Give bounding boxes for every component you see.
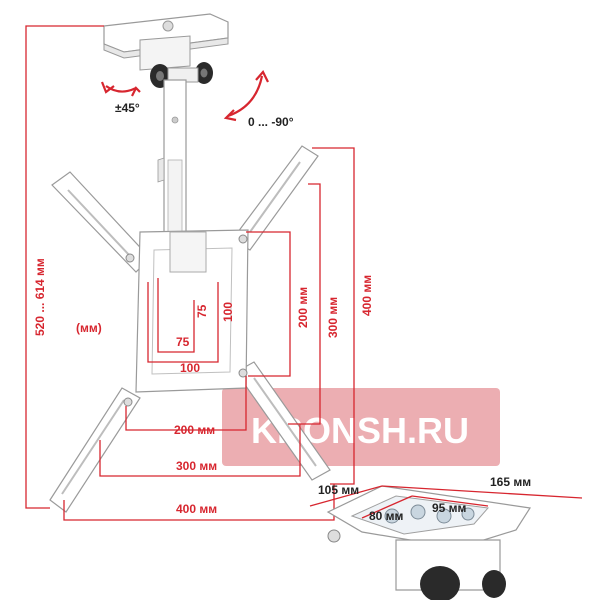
base-80-label: 80 мм	[369, 509, 404, 523]
base-plate-detail	[326, 485, 532, 600]
horizontal-300-label: 300 мм	[176, 459, 217, 473]
horizontal-200-label: 200 мм	[174, 423, 215, 437]
rotate-arrows-icon	[100, 81, 141, 97]
mount-arms	[49, 145, 331, 513]
arm-slots	[61, 161, 317, 495]
base-dimension-lines	[309, 485, 583, 519]
vesa-75-vertical: 75	[195, 304, 209, 318]
vertical-200-label: 200 мм	[296, 287, 310, 328]
base-165-label: 165 мм	[490, 475, 531, 489]
tilt-arrow-icon	[223, 70, 269, 122]
tilt-label: 0 ... -90°	[248, 115, 294, 129]
horizontal-400-label: 400 мм	[176, 502, 217, 516]
ceiling-plate	[103, 13, 229, 71]
vertical-400-label: 400 мм	[360, 275, 374, 316]
units-label: (мм)	[76, 321, 102, 335]
base-105-label: 105 мм	[318, 483, 359, 497]
vesa-100-horizontal: 100	[180, 361, 200, 375]
vesa-75-horizontal: 75	[176, 335, 190, 349]
base-95-label: 95 мм	[432, 501, 467, 515]
height-label: 520 ... 614 мм	[33, 258, 47, 336]
screw-points	[123, 234, 248, 407]
vesa-100-vertical: 100	[221, 302, 235, 322]
telescopic-pole	[157, 79, 187, 241]
rotation-label: ±45°	[115, 101, 140, 115]
dimension-lines	[25, 25, 355, 521]
vertical-300-label: 300 мм	[326, 297, 340, 338]
